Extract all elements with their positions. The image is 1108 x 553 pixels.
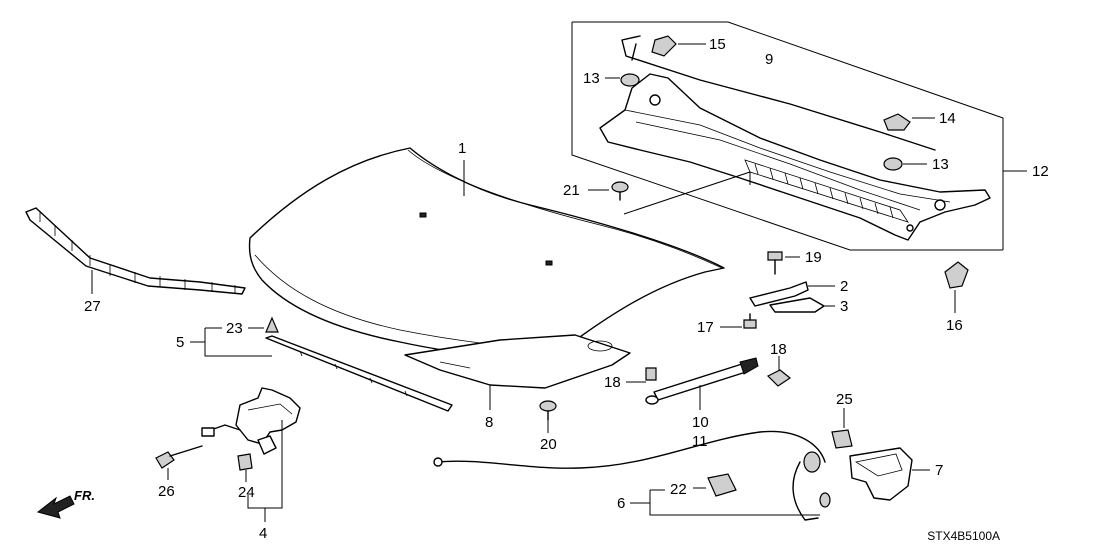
front-grille-molding xyxy=(25,207,246,295)
callout-8: 8 xyxy=(485,414,493,431)
cowl-seal xyxy=(621,35,936,151)
callout-4: 4 xyxy=(259,525,267,542)
callout-16: 16 xyxy=(946,317,963,334)
strut-ball-stud-right xyxy=(766,356,792,387)
callout-labels: 1 2 3 4 5 6 7 8 9 10 11 12 13 13 14 15 1… xyxy=(84,36,1049,542)
cowl-top xyxy=(599,73,991,241)
hood-bumper-16 xyxy=(944,261,969,313)
callout-19: 19 xyxy=(805,249,822,266)
strut-ball-stud-left xyxy=(626,367,657,383)
hood-release-cable xyxy=(433,430,831,521)
callout-9: 9 xyxy=(765,51,773,68)
hood xyxy=(248,147,725,363)
callout-20: 20 xyxy=(540,436,557,453)
callout-2: 2 xyxy=(840,278,848,295)
hood-hinge-assembly xyxy=(749,281,835,313)
hinge-bolt-19 xyxy=(767,251,800,275)
callout-24: 24 xyxy=(238,484,255,501)
cable-clip-22 xyxy=(693,473,737,497)
cowl-clip-14 xyxy=(883,113,935,131)
latch-clip-24 xyxy=(237,453,253,482)
cowl-grille-mesh xyxy=(744,159,909,223)
seal-clip-23 xyxy=(248,316,279,333)
hood-release-handle xyxy=(849,447,930,501)
callout-1: 1 xyxy=(458,140,466,157)
callout-27: 27 xyxy=(84,298,101,315)
cowl-clip-15 xyxy=(651,35,706,57)
cowl-clip-21 xyxy=(588,171,751,215)
callout-18-left: 18 xyxy=(604,374,621,391)
callout-13-upper: 13 xyxy=(583,70,600,87)
callout-23: 23 xyxy=(226,320,243,337)
cowl-cap-13-upper xyxy=(605,73,640,87)
callout-13-lower: 13 xyxy=(932,156,949,173)
hood-seal xyxy=(190,327,453,412)
callout-22: 22 xyxy=(670,481,687,498)
diagram-part-code: STX4B5100A xyxy=(927,529,1000,543)
hood-support-strut xyxy=(645,357,759,410)
hood-latch xyxy=(201,387,301,522)
callout-21: 21 xyxy=(563,182,580,199)
cowl-cap-13-lower xyxy=(883,157,927,171)
callout-11: 11 xyxy=(692,433,708,450)
front-direction-arrow: FR. xyxy=(36,488,95,519)
callout-17: 17 xyxy=(697,319,714,336)
hinge-bolt-17 xyxy=(720,313,757,329)
callout-7: 7 xyxy=(935,462,943,479)
callout-25: 25 xyxy=(836,391,853,408)
front-direction-label: FR. xyxy=(74,488,95,503)
callout-26: 26 xyxy=(158,483,175,500)
callout-12: 12 xyxy=(1032,163,1049,180)
callout-3: 3 xyxy=(840,298,848,315)
hood-insulator xyxy=(404,334,631,410)
latch-bolt-26 xyxy=(155,445,203,480)
callout-6: 6 xyxy=(617,495,625,512)
callout-5: 5 xyxy=(176,334,184,351)
callout-10: 10 xyxy=(692,414,709,431)
insulator-clip-20 xyxy=(539,400,557,433)
hood-bumper-25 xyxy=(831,408,853,449)
callout-18-right: 18 xyxy=(770,341,787,358)
callout-15: 15 xyxy=(709,36,726,53)
cowl-group-frame xyxy=(571,21,1027,251)
callout-14: 14 xyxy=(939,110,956,127)
